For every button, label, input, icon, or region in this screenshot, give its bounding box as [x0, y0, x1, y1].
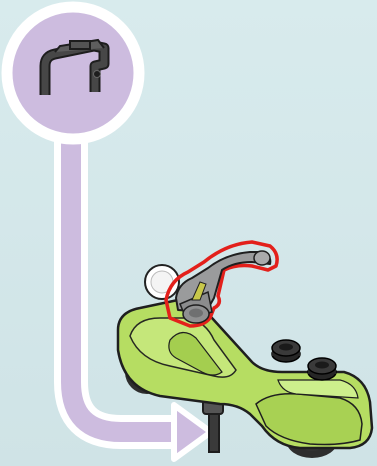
handlebar-highlight-outline — [164, 240, 279, 328]
connector-fill — [61, 110, 182, 442]
placement-arrow-icon — [171, 402, 214, 462]
callout-bubble — [1, 1, 145, 145]
handlebar-bracket-icon — [39, 38, 110, 95]
scooter-icon — [116, 240, 374, 458]
deck-studs-icon — [271, 339, 337, 381]
handlebar-icon — [175, 250, 272, 324]
